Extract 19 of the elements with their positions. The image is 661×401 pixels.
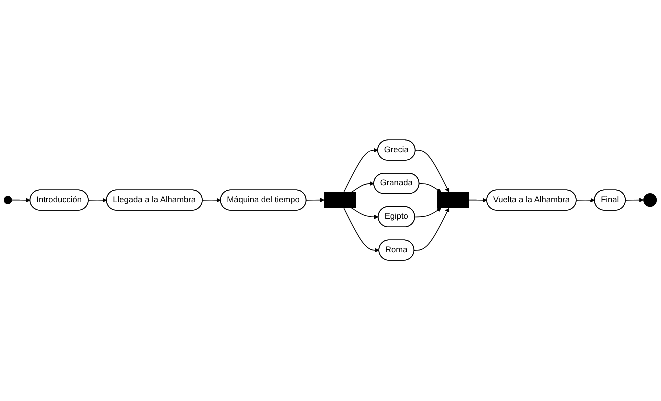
- arrow: [88, 198, 108, 203]
- arrow: [344, 148, 378, 194]
- arrow: [202, 198, 222, 203]
- arrow: [415, 150, 450, 193]
- node-circle: [4, 196, 12, 205]
- arrow: [12, 198, 31, 203]
- arrow: [625, 198, 644, 203]
- arrow: [351, 208, 379, 220]
- arrow: [414, 208, 450, 252]
- arrow: [468, 198, 488, 203]
- arrow: [576, 198, 596, 203]
- arrow: [344, 208, 380, 253]
- arrow: [306, 198, 325, 203]
- node-circle: [644, 194, 658, 208]
- node-bar: [437, 192, 469, 209]
- node-bar: [324, 192, 356, 209]
- arrow: [351, 182, 374, 194]
- arrow: [414, 208, 442, 218]
- arrow: [419, 184, 442, 193]
